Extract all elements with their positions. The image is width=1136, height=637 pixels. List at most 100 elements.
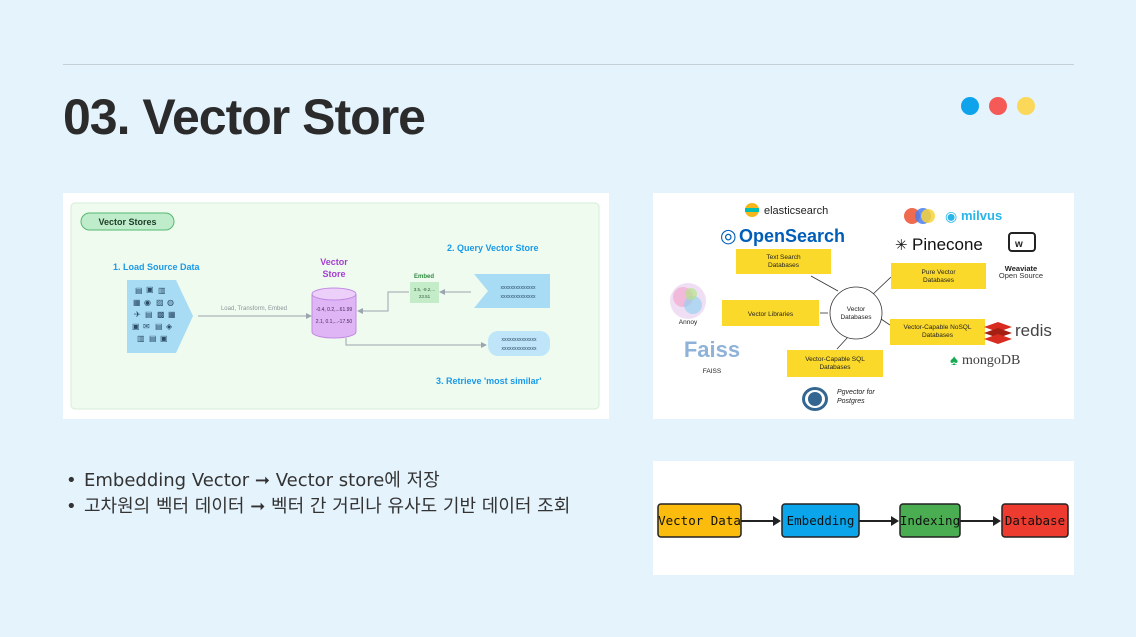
opensearch-logo: ◎ (720, 225, 737, 247)
code-icon: ▩ (157, 310, 165, 319)
weaviate-2: Open Source (999, 271, 1043, 280)
vector-store-label-line2: Store (322, 269, 345, 279)
database-label: Database (1005, 513, 1065, 528)
pinecone-icon: ✳ (895, 237, 908, 254)
result-x1: xxxxxxxxxxxxxx (502, 337, 538, 343)
doc-icon: ▥ (158, 286, 166, 295)
annoy-label: Annoy (679, 319, 698, 326)
pinecone-text: Pinecone (912, 235, 983, 254)
chroma-logo (904, 208, 920, 224)
globe-icon: ◍ (167, 298, 174, 307)
arrowhead-1 (773, 516, 781, 526)
badge-label: Vector Stores (98, 217, 156, 227)
pipeline-label: Load, Transform, Embed (221, 306, 287, 312)
result-shape (488, 331, 550, 356)
query-arrowhead (439, 289, 445, 295)
pgvector-1: Pgvector for (837, 389, 875, 396)
embed-vals-1: 3.5, -9.2,... (414, 287, 436, 292)
store-to-result-line (345, 338, 481, 346)
weaviate-logo (1008, 232, 1036, 252)
vector-libraries-box (722, 300, 819, 326)
vector-store-label-line1: Vector (320, 257, 348, 267)
nosql-box (890, 319, 985, 345)
nosql-1: Vector-Capable NoSQL (904, 324, 972, 331)
file-icon: ▦ (133, 298, 141, 307)
pdf-icon: ▣ (132, 322, 140, 331)
source-file-icons: ▤▣▥ ▦◉▨◍ ✈▤▩▦ ▣✉▤◈ ▥▤▣ (132, 285, 176, 343)
mongodb-leaf-icon: ♠ (950, 352, 958, 369)
milvus-eye-icon: ◉ (945, 208, 957, 224)
text-search-box (736, 249, 831, 274)
nosql-2: Databases (922, 332, 954, 339)
bullet-text-2: 고차원의 벡터 데이터 ➞ 벡터 간 거리나 유사도 기반 데이터 조회 (84, 496, 571, 517)
query-shape (474, 274, 550, 308)
arrowhead-2 (891, 516, 899, 526)
center-line1: Vector (847, 306, 866, 313)
text-search-1: Text Search (766, 254, 801, 261)
database-box (1001, 503, 1069, 538)
vector-data-label: Vector Data (658, 513, 741, 528)
blue-dot (961, 97, 979, 115)
file-icon: ▤ (155, 322, 163, 331)
sql-2: Databases (819, 364, 851, 371)
file-icon: ▥ (137, 334, 145, 343)
db-vals-2: 2.1, 0.1,...-17.50 (316, 319, 353, 325)
db-vals-1: -0.4, 0.2,...61.99 (316, 307, 353, 313)
center-line2: Databases (840, 314, 872, 321)
pipeline-diagram: Vector Data Embedding Indexing Database (653, 461, 1074, 575)
grid-icon: ▦ (168, 310, 176, 319)
svg-text:w: w (1014, 239, 1023, 250)
pure-vector-1: Pure Vector (922, 269, 957, 276)
twitter-icon: ✈ (134, 310, 141, 319)
bullet-item-2: •고차원의 벡터 데이터 ➞ 벡터 간 거리나 유사도 기반 데이터 조회 (66, 496, 571, 517)
file-icon: ▤ (149, 334, 157, 343)
bullet-list: •Embedding Vector ➞ Vector store에 저장 •고차… (66, 468, 570, 520)
faiss-logo: Faiss (684, 337, 740, 362)
sql-box (787, 350, 883, 377)
milvus-text: milvus (961, 208, 1002, 223)
mongodb-text: mongoDB (962, 353, 1020, 368)
vector-stores-badge (80, 212, 175, 231)
vector-stores-diagram: Vector Stores 1. Load Source Data 2. Que… (63, 193, 609, 419)
image-icon: ▣ (146, 285, 154, 294)
mail-icon: ✉ (143, 322, 150, 331)
bullet-item-1: •Embedding Vector ➞ Vector store에 저장 (66, 470, 440, 491)
source-data-shape (127, 280, 193, 353)
github-icon: ◉ (144, 298, 151, 307)
file-icon: ▤ (135, 286, 143, 295)
load-arrowhead (306, 313, 312, 319)
connector-lines (810, 275, 892, 350)
embed-label: Embed (414, 274, 434, 280)
pgvector-2: Postgres (837, 398, 865, 405)
step2-label: 2. Query Vector Store (447, 243, 539, 253)
embed-arrowhead (357, 308, 363, 314)
result-x2: xxxxxxxxxxxxxx (502, 346, 538, 352)
chart-icon: ▨ (156, 298, 164, 307)
arrowhead-3 (993, 516, 1001, 526)
elasticsearch-text: elasticsearch (764, 205, 828, 217)
slide-title: 03. Vector Store (63, 89, 426, 145)
vector-libraries: Vector Libraries (748, 311, 794, 318)
vector-db-ecosystem-diagram: Vector Databases Text Search Databases P… (653, 193, 1074, 419)
file-icon: ▣ (160, 334, 168, 343)
vector-store-cylinder (311, 294, 357, 339)
annoy-logo (670, 283, 706, 319)
postgres-elephant-icon (802, 387, 828, 411)
pure-vector-box (891, 263, 986, 289)
embedding-label: Embedding (787, 513, 855, 528)
vector-databases-center (829, 286, 883, 340)
bullet-text-1: Embedding Vector ➞ Vector store에 저장 (84, 470, 440, 491)
yellow-dot (1017, 97, 1035, 115)
text-search-2: Databases (768, 262, 800, 269)
pure-vector-2: Databases (923, 277, 955, 284)
opensearch-text: OpenSearch (739, 226, 845, 246)
redis-logo (984, 322, 1012, 344)
embed-to-store-line (363, 291, 409, 312)
embed-box (410, 282, 439, 303)
embed-vals-2: 23.51 (419, 294, 431, 299)
cylinder-top (311, 287, 357, 301)
db-icon: ◈ (166, 322, 173, 331)
faiss-label: FAISS (703, 368, 722, 375)
indexing-label: Indexing (900, 513, 960, 528)
sql-1: Vector-Capable SQL (805, 356, 865, 363)
